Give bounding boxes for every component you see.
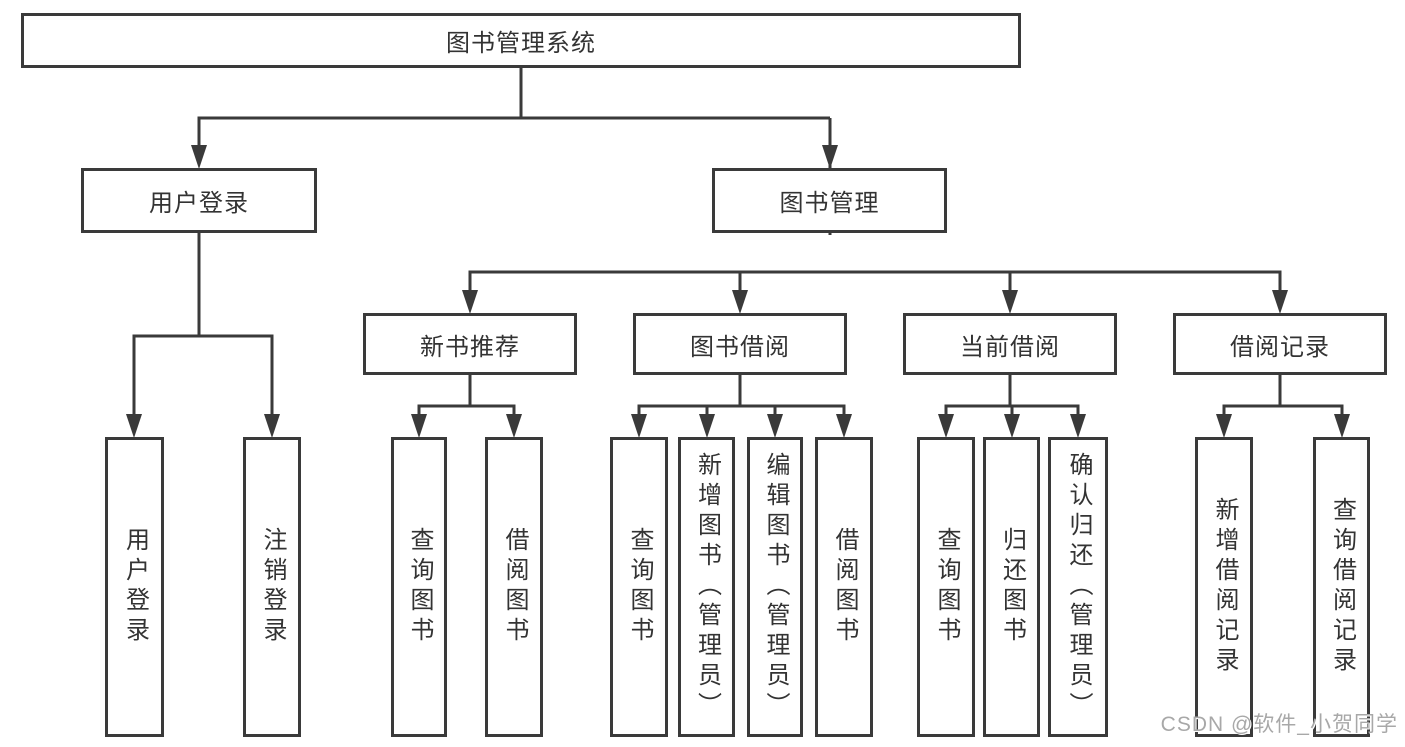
leaf-query-books-recommend: 查询图书	[391, 437, 447, 737]
leaf-add-books-admin: 新增图书（管理员）	[678, 437, 735, 737]
leaf-query-books-current: 查询图书	[917, 437, 975, 737]
node-new-book-recommend: 新书推荐	[363, 313, 577, 375]
connector-user-login-to-leaves	[132, 233, 274, 416]
leaf-borrow-books: 借阅图书	[815, 437, 873, 737]
arrowheads	[126, 145, 1350, 438]
node-current-borrow: 当前借阅	[903, 313, 1117, 375]
leaf-edit-books-admin: 编辑图书（管理员）	[747, 437, 803, 737]
leaf-add-borrow-record: 新增借阅记录	[1195, 437, 1253, 737]
leaf-query-borrow-record: 查询借阅记录	[1313, 437, 1370, 737]
connector-new-book-to-leaves	[417, 375, 516, 416]
leaf-return-books: 归还图书	[983, 437, 1040, 737]
leaf-logout: 注销登录	[243, 437, 301, 737]
node-user-login: 用户登录	[81, 168, 317, 233]
csdn-watermark: CSDN @软件_小贺同学	[1160, 713, 1398, 736]
connector-root-to-level2	[197, 68, 832, 235]
node-borrow-records: 借阅记录	[1173, 313, 1387, 375]
node-book-management: 图书管理	[712, 168, 947, 233]
connector-borrow-records-to-leaves	[1222, 375, 1344, 416]
leaf-query-books-borrow: 查询图书	[610, 437, 668, 737]
leaf-user-login: 用户登录	[105, 437, 164, 737]
node-book-borrow: 图书借阅	[633, 313, 847, 375]
connector-book-borrow-to-leaves	[637, 375, 846, 416]
connector-book-management-to-level3	[468, 270, 1282, 292]
leaf-confirm-return-admin: 确认归还（管理员）	[1048, 437, 1108, 737]
connector-current-borrow-to-leaves	[944, 375, 1080, 416]
node-root-library-management-system: 图书管理系统	[21, 13, 1021, 68]
leaf-borrow-books-recommend: 借阅图书	[485, 437, 543, 737]
